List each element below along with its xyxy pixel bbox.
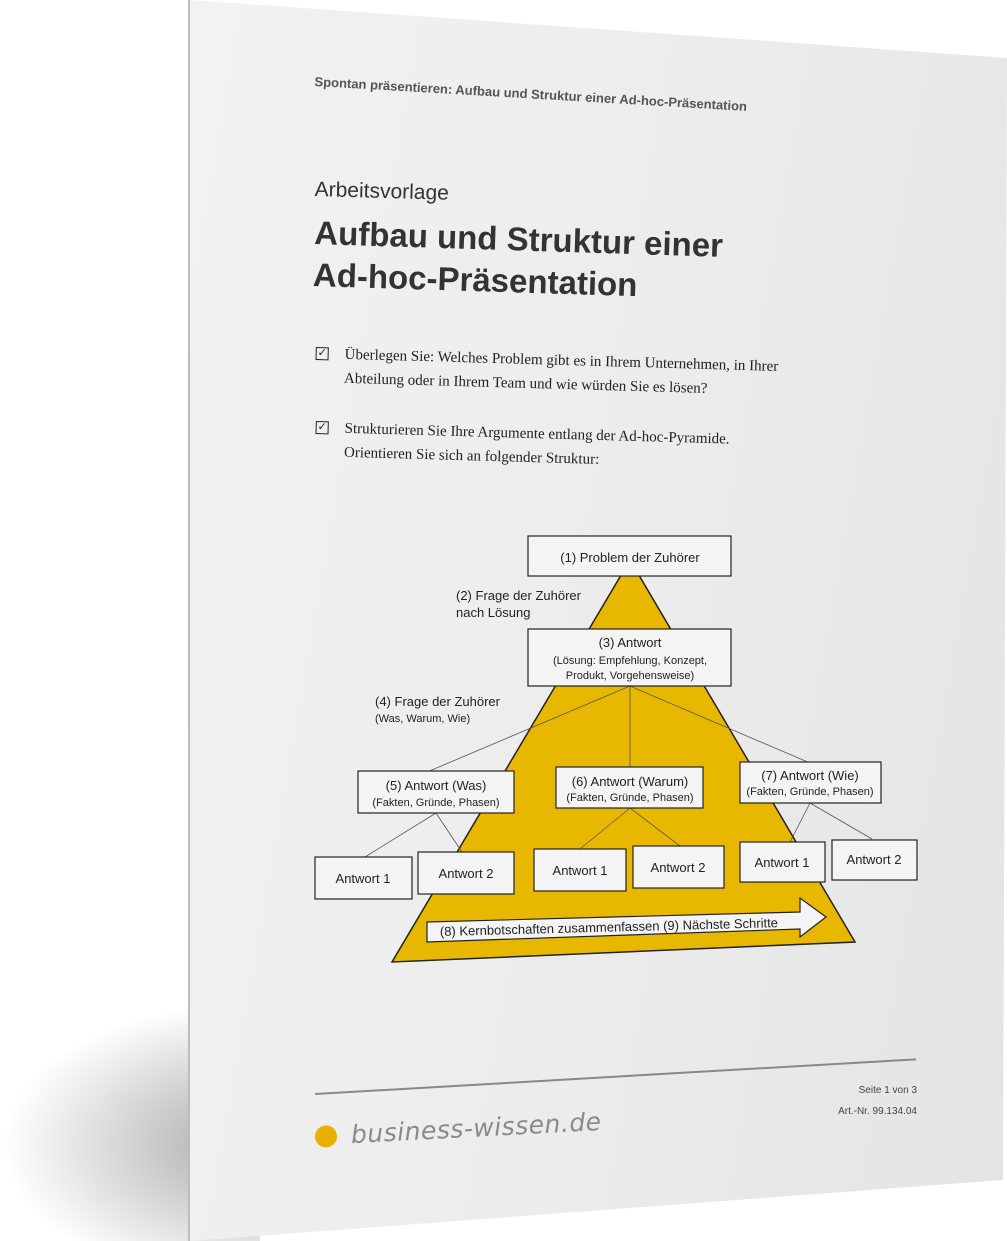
box-answer-was: [357, 770, 515, 814]
box-antwort-2: [831, 839, 918, 881]
box-answer-warum: [555, 766, 704, 809]
label: (Was, Warum, Wie): [375, 713, 470, 725]
box-antwort-1: [533, 848, 627, 892]
label: (7) Antwort (Wie): [761, 768, 859, 783]
page-edge: [188, 0, 190, 1241]
label: Antwort 1: [336, 871, 391, 886]
box-problem: [527, 535, 732, 577]
label: Antwort 2: [439, 866, 494, 881]
label: (4) Frage der Zuhörer: [375, 694, 501, 709]
article-number: Art.-Nr. 99.134.04: [838, 1106, 917, 1117]
label: Antwort 1: [755, 855, 810, 870]
page-number: Seite 1 von 3: [858, 1085, 917, 1096]
label: Antwort 2: [847, 852, 902, 867]
label: nach Lösung: [456, 605, 530, 620]
label: (Fakten, Gründe, Phasen): [746, 786, 873, 798]
arrow-next-steps: [426, 896, 828, 943]
box-answer-wie: [739, 761, 882, 804]
logo-dot-icon: [314, 1124, 338, 1148]
box-antwort-2: [632, 845, 725, 889]
label: (1) Problem der Zuhörer: [560, 550, 700, 565]
label: Antwort 1: [553, 863, 608, 878]
label: (Fakten, Gründe, Phasen): [566, 792, 693, 804]
label: (Lösung: Empfehlung, Konzept,: [553, 655, 707, 667]
box-answer: [527, 628, 732, 687]
label: (5) Antwort (Was): [386, 778, 487, 793]
label: (6) Antwort (Warum): [572, 774, 689, 789]
label: Antwort 2: [651, 860, 706, 875]
pyramid-shape: [390, 558, 857, 963]
label: (3) Antwort: [599, 635, 662, 650]
connector-lines: [364, 685, 873, 858]
box-antwort-1: [314, 856, 413, 900]
label: Produkt, Vorgehensweise): [566, 670, 694, 682]
box-antwort-2: [417, 851, 515, 895]
box-antwort-1: [739, 841, 826, 883]
label: (Fakten, Gründe, Phasen): [372, 797, 499, 809]
label: (2) Frage der Zuhörer: [456, 588, 582, 603]
